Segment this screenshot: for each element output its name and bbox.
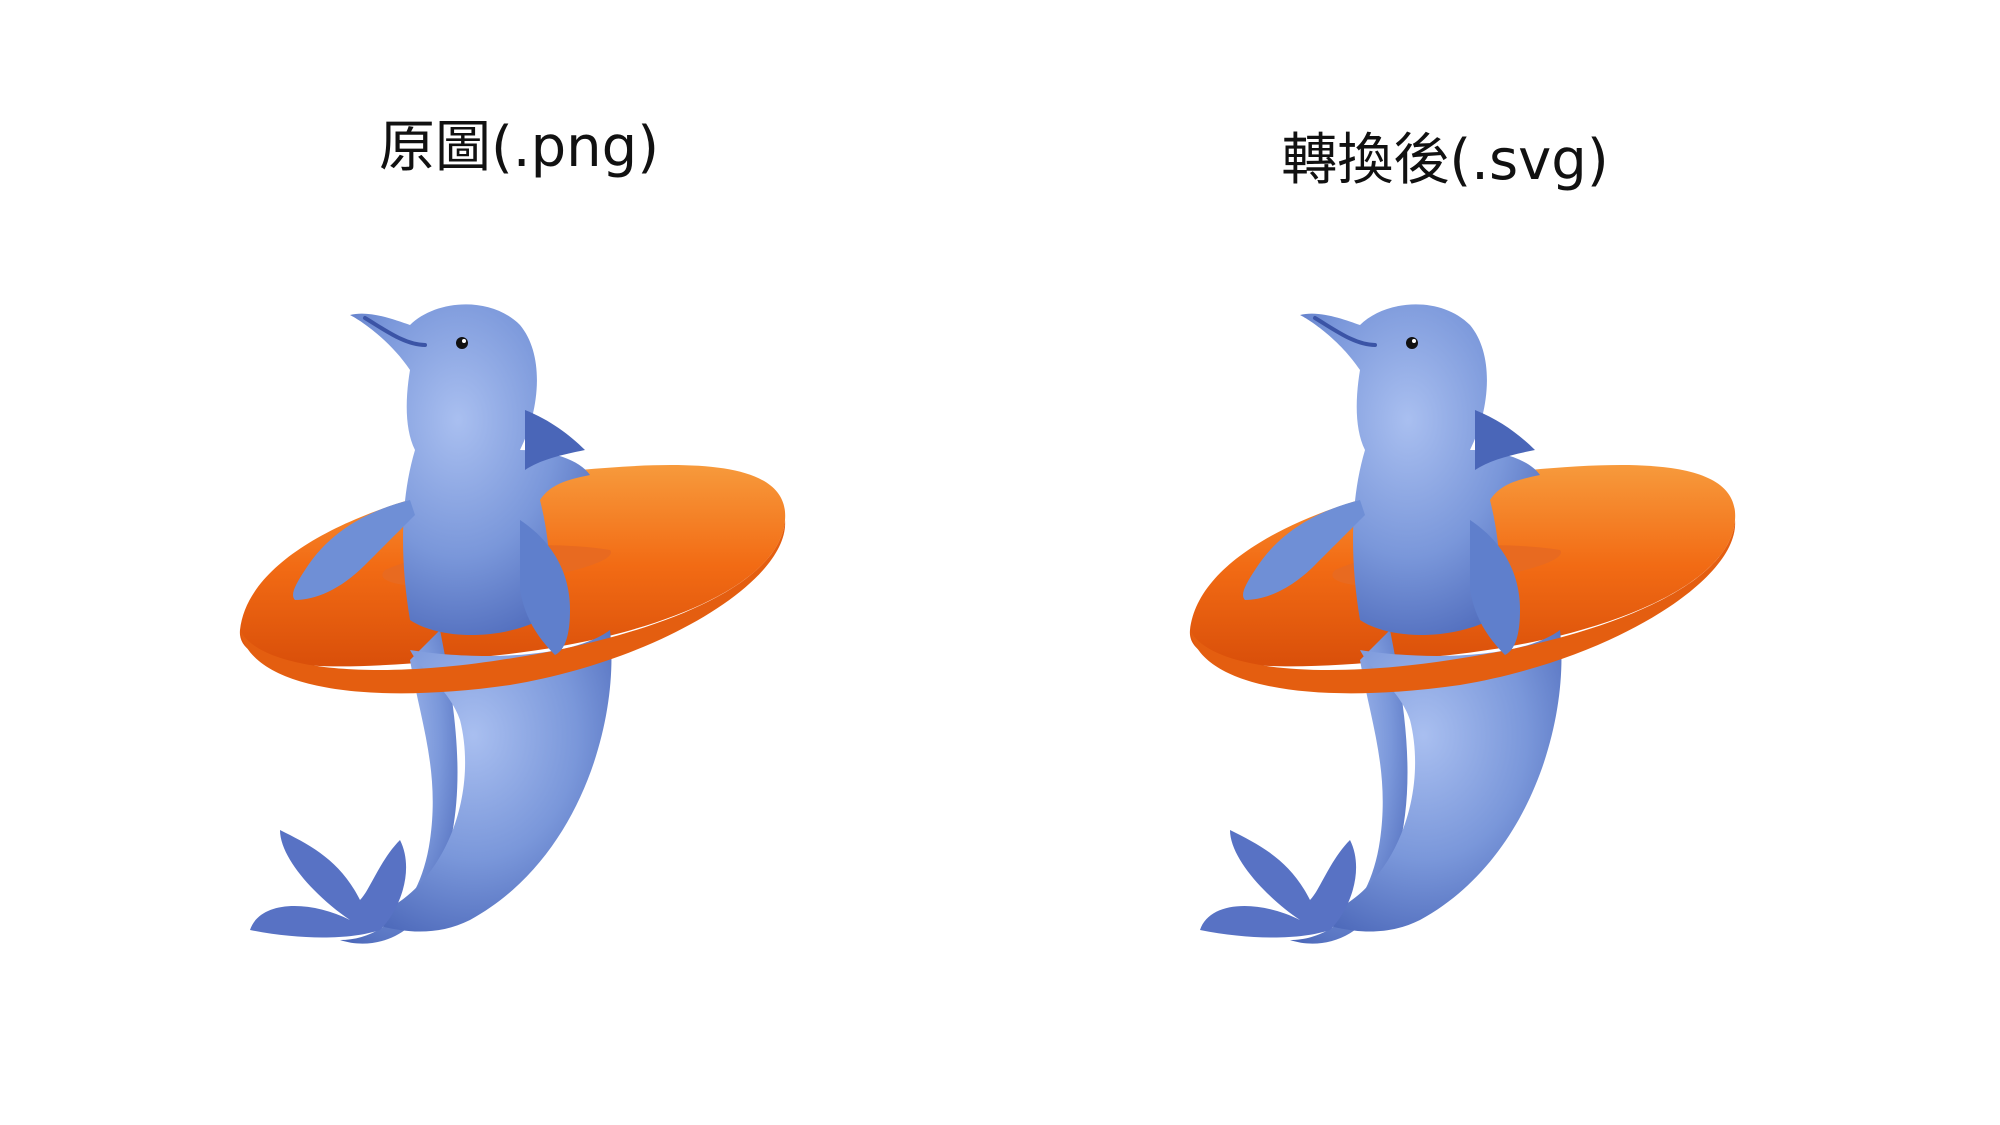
converted-svg-title: 轉換後(.svg) (1281, 128, 1609, 193)
original-png-title: 原圖(.png) (378, 115, 660, 180)
original-png-illustration (220, 300, 820, 970)
converted-svg-illustration (1170, 300, 1770, 970)
dolphin-with-swim-ring-icon (1189, 304, 1736, 944)
dolphin-with-swim-ring-icon (239, 304, 786, 944)
